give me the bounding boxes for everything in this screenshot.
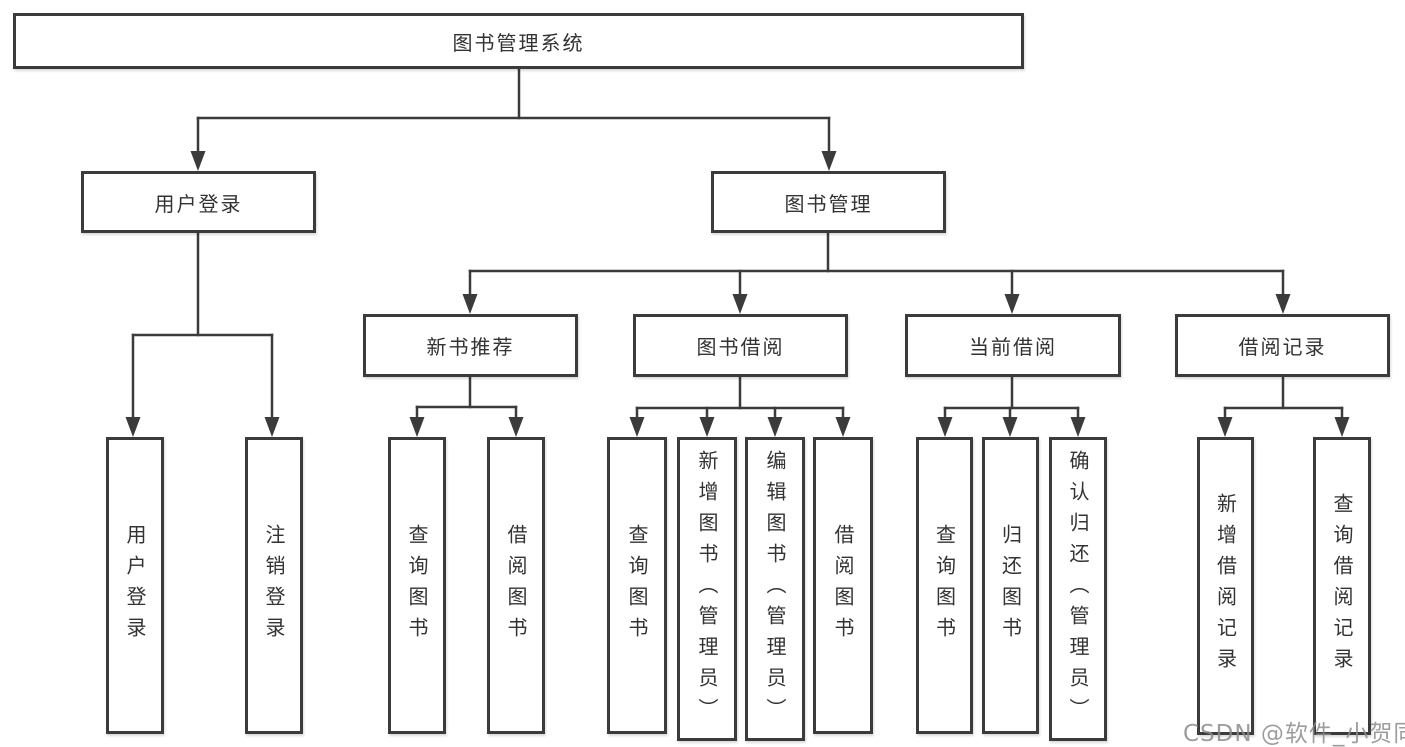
leaf-logout-label: 注销登录: [262, 523, 286, 648]
leaf-current-query-books: 查询图书: [916, 437, 973, 734]
node-root: 图书管理系统: [13, 13, 1024, 69]
node-user-login-label: 用户登录: [154, 191, 243, 216]
arrowheads: [125, 151, 1350, 437]
node-user-login: 用户登录: [81, 171, 316, 233]
leaf-confirm-return-admin-label: 确认归还（管理员）: [1066, 449, 1090, 729]
node-current-borrow: 当前借阅: [905, 314, 1121, 377]
leaf-borrow-books-label: 借阅图书: [831, 523, 855, 648]
leaf-current-query-books-label: 查询图书: [932, 523, 957, 648]
node-new-book-recommend-label: 新书推荐: [426, 335, 515, 359]
leaf-user-login-label: 用户登录: [123, 523, 147, 648]
leaf-logout: 注销登录: [245, 437, 303, 734]
node-borrow-records-label: 借阅记录: [1238, 335, 1327, 359]
leaf-confirm-return-admin: 确认归还（管理员）: [1049, 437, 1107, 741]
node-borrow-records: 借阅记录: [1175, 314, 1390, 377]
leaf-edit-books-admin-label: 编辑图书（管理员）: [763, 449, 787, 729]
node-new-book-recommend: 新书推荐: [363, 314, 578, 377]
node-book-borrow: 图书借阅: [633, 314, 848, 377]
leaf-recommend-borrow-books: 借阅图书: [487, 437, 545, 734]
node-book-management-label: 图书管理: [784, 191, 873, 216]
leaf-query-borrow-record: 查询借阅记录: [1313, 437, 1371, 735]
leaf-edit-books-admin: 编辑图书（管理员）: [745, 437, 805, 741]
leaf-return-books: 归还图书: [982, 437, 1039, 734]
node-current-borrow-label: 当前借阅: [969, 335, 1057, 359]
leaf-add-books-admin-label: 新增图书（管理员）: [695, 449, 719, 729]
node-root-label: 图书管理系统: [452, 30, 585, 55]
leaf-return-books-label: 归还图书: [998, 523, 1023, 648]
leaf-add-borrow-record: 新增借阅记录: [1197, 437, 1254, 735]
leaf-recommend-borrow-books-label: 借阅图书: [504, 523, 528, 648]
leaf-user-login: 用户登录: [106, 437, 164, 734]
csdn-watermark: CSDN @软件_小贺同学: [1183, 721, 1405, 747]
leaf-borrow-books: 借阅图书: [813, 437, 873, 734]
leaf-recommend-query-books-label: 查询图书: [405, 523, 429, 648]
node-book-borrow-label: 图书借阅: [696, 335, 785, 359]
node-book-management: 图书管理: [711, 171, 946, 233]
leaf-borrow-query-books: 查询图书: [607, 437, 667, 734]
leaf-borrow-query-books-label: 查询图书: [625, 523, 649, 648]
leaf-add-borrow-record-label: 新增借阅记录: [1213, 493, 1238, 679]
leaf-recommend-query-books: 查询图书: [388, 437, 446, 734]
leaf-query-borrow-record-label: 查询借阅记录: [1330, 493, 1354, 679]
leaf-add-books-admin: 新增图书（管理员）: [677, 437, 737, 741]
